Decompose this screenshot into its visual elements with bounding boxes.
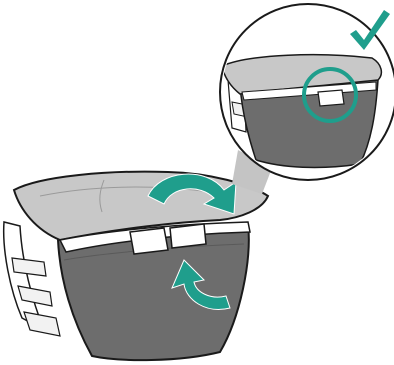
side-strap: [4, 222, 60, 336]
zoom-clip: [318, 90, 344, 106]
front-clip-left: [130, 228, 168, 254]
zoom-callout: [220, 4, 394, 180]
front-clip-right: [170, 224, 206, 248]
